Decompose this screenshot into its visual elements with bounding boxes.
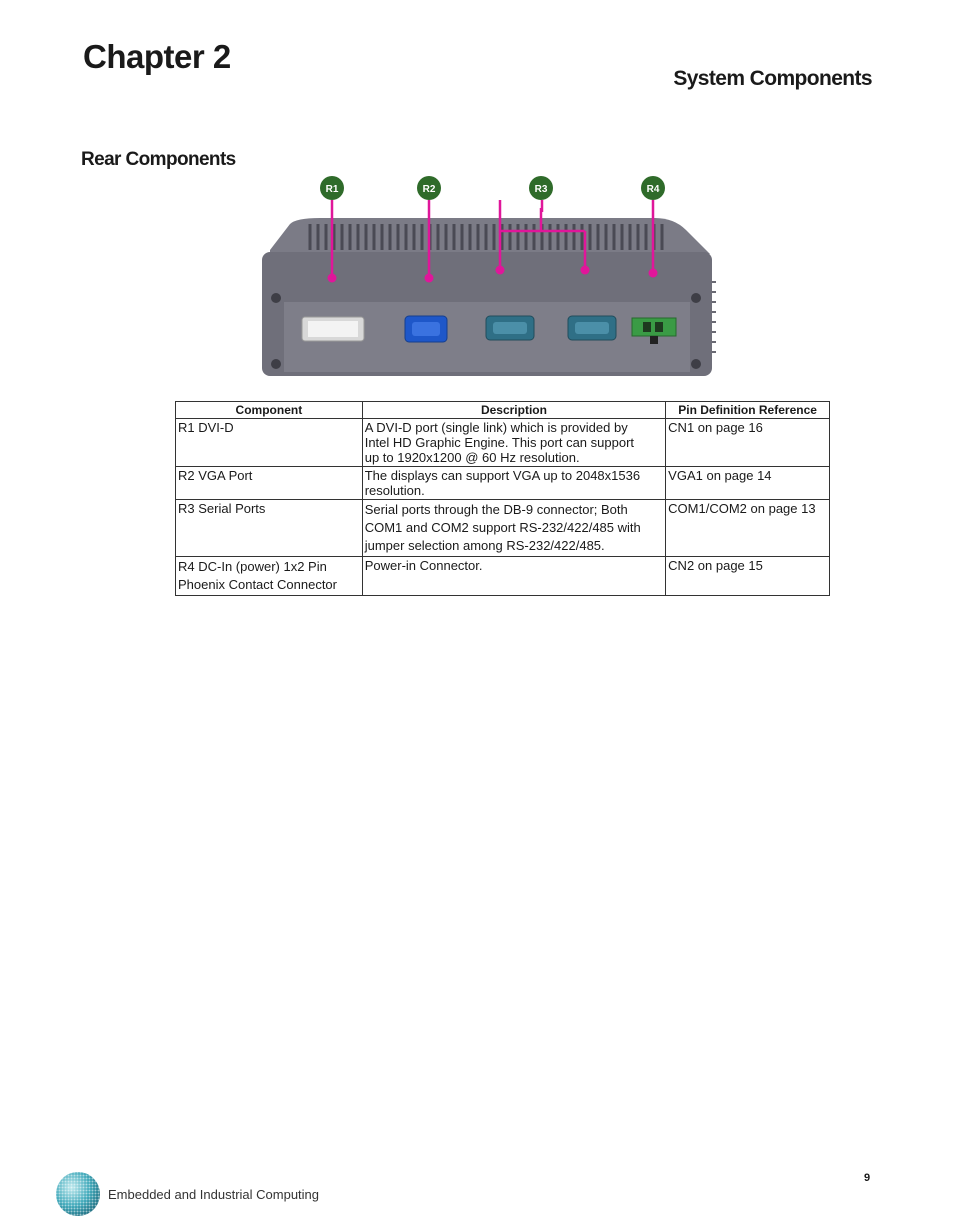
rear-panel-illustration: R1 R2 R3 R4 (262, 176, 716, 376)
component-line: R4 DC-In (power) 1x2 Pin (178, 559, 327, 574)
description-line: resolution. (364, 483, 425, 498)
callout-r3: R3 (529, 176, 553, 200)
component-line: R2 VGA Port (178, 468, 253, 483)
svg-text:R1: R1 (326, 184, 339, 195)
reference-cell: CN2 on page 15 (665, 556, 830, 596)
callout-r1: R1 (320, 176, 344, 200)
header-description: Description (361, 401, 667, 419)
component-cell: R2 VGA Port (175, 466, 363, 500)
subsection-title: Rear Components (81, 149, 236, 170)
component-line: Phoenix Contact Connector (178, 577, 337, 592)
section-title: System Components (673, 67, 872, 90)
svg-text:R4: R4 (647, 184, 660, 195)
table-row: R2 VGA Port The displays can support VGA… (175, 466, 830, 500)
description-cell: The displays can support VGA up to 2048x… (361, 466, 667, 500)
description-line: Intel HD Graphic Engine. This port can s… (364, 435, 635, 450)
svg-text:R2: R2 (423, 184, 436, 195)
description-line: Serial ports through the DB-9 connector;… (364, 502, 628, 517)
table-row: R1 DVI-D A DVI-D port (single link) whic… (175, 418, 830, 467)
page-number: 9 (864, 1172, 871, 1184)
description-line: up to 1920x1200 @ 60 Hz resolution. (364, 450, 580, 465)
table-row: R3 Serial Ports Serial ports through the… (175, 499, 830, 557)
description-cell: A DVI-D port (single link) which is prov… (361, 418, 667, 467)
component-cell: R1 DVI-D (175, 418, 363, 467)
component-cell: R3 Serial Ports (175, 499, 363, 557)
description-line: jumper selection among RS-232/422/485. (364, 538, 605, 553)
description-line: A DVI-D port (single link) which is prov… (364, 420, 628, 435)
description-line: Power-in Connector. (364, 558, 483, 573)
components-table: Component Description Pin Definition Ref… (175, 401, 830, 596)
chapter-title: Chapter 2 (83, 38, 231, 75)
header-component: Component (175, 401, 363, 419)
description-cell: Power-in Connector. (361, 556, 667, 596)
callout-r4: R4 (641, 176, 665, 200)
reference-cell: CN1 on page 16 (665, 418, 830, 467)
reference-cell: COM1/COM2 on page 13 (665, 499, 830, 557)
callout-r2: R2 (417, 176, 441, 200)
header-pin-reference: Pin Definition Reference (665, 401, 830, 419)
table-header-row: Component Description Pin Definition Ref… (175, 401, 830, 419)
component-line: R1 DVI-D (178, 420, 234, 435)
rear-panel-figure: R1 R2 R3 R4 (230, 172, 740, 392)
reference-cell: VGA1 on page 14 (665, 466, 830, 500)
footer-tagline: Embedded and Industrial Computing (108, 1187, 320, 1202)
component-line: R3 Serial Ports (178, 501, 266, 516)
description-line: COM1 and COM2 support RS-232/422/485 wit… (364, 520, 641, 535)
company-logo-icon (55, 1171, 101, 1217)
description-cell: Serial ports through the DB-9 connector;… (361, 499, 667, 557)
description-line: The displays can support VGA up to 2048x… (364, 468, 641, 483)
svg-text:R3: R3 (535, 184, 548, 195)
